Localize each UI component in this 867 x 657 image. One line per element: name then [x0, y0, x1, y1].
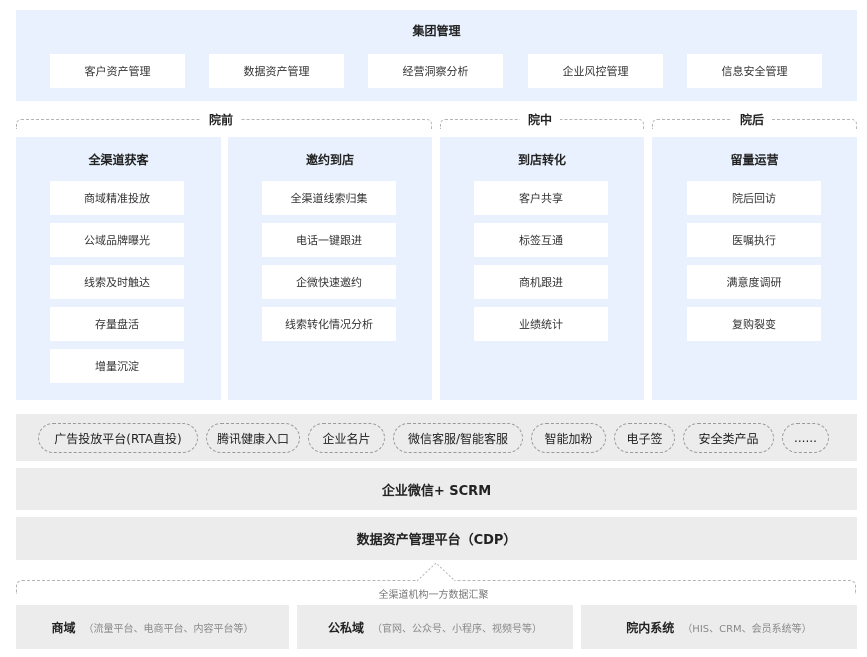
- source-name: 公私域: [327, 620, 364, 635]
- column-conversion: 到店转化 客户共享 标签互通 商机跟进 业绩统计: [440, 137, 644, 400]
- column-title: 到店转化: [517, 153, 566, 167]
- column-item: 商机跟进: [474, 265, 608, 299]
- column-title: 留量运营: [730, 153, 779, 167]
- tool-pill-security: 安全类产品: [683, 423, 774, 453]
- tool-pill-more: ......: [782, 423, 829, 453]
- tool-pill-ad-platform: 广告投放平台(RTA直投): [38, 423, 198, 453]
- source-desc: （官网、公众号、小程序、视频号等）: [372, 623, 542, 635]
- group-item-risk-control: 企业风控管理: [528, 54, 663, 88]
- group-management-title: 集团管理: [412, 24, 461, 38]
- source-desc: （HIS、CRM、会员系统等）: [682, 623, 812, 635]
- column-title: 全渠道获客: [88, 153, 149, 167]
- column-item: 标签互通: [474, 223, 608, 257]
- column-item: 企微快速邀约: [262, 265, 396, 299]
- column-item: 医嘱执行: [687, 223, 821, 257]
- source-public-private: 公私域 （官网、公众号、小程序、视频号等）: [297, 605, 573, 649]
- column-item: 存量盘活: [50, 307, 184, 341]
- source-name: 院内系统: [626, 620, 675, 635]
- tool-pill-smart-follower: 智能加粉: [531, 423, 606, 453]
- column-item: 增量沉淀: [50, 349, 184, 383]
- aggregation-label: 全渠道机构一方数据汇聚: [372, 590, 495, 601]
- column-item: 线索转化情况分析: [262, 307, 396, 341]
- source-internal-systems: 院内系统 （HIS、CRM、会员系统等）: [581, 605, 857, 649]
- column-title: 邀约到店: [305, 153, 354, 167]
- group-item-business-insight: 经营洞察分析: [368, 54, 503, 88]
- source-desc: （流量平台、电商平台、内容平台等）: [83, 623, 254, 635]
- scrm-bar: 企业微信+ SCRM: [16, 468, 857, 510]
- column-invitation: 邀约到店 全渠道线索归集 电话一键跟进 企微快速邀约 线索转化情况分析: [228, 137, 432, 400]
- group-item-info-security: 信息安全管理: [687, 54, 822, 88]
- group-item-data-assets: 数据资产管理: [209, 54, 344, 88]
- tool-pill-tencent-health: 腾讯健康入口: [206, 423, 300, 453]
- tool-pill-business-card: 企业名片: [308, 423, 385, 453]
- tools-row: 广告投放平台(RTA直投) 腾讯健康入口 企业名片 微信客服/智能客服 智能加粉…: [16, 414, 857, 461]
- stage-label-after: 院后: [732, 111, 773, 128]
- source-name: 商域: [51, 620, 76, 635]
- column-item: 满意度调研: [687, 265, 821, 299]
- column-item: 业绩统计: [474, 307, 608, 341]
- stage-label-during: 院中: [520, 111, 561, 128]
- column-item: 线索及时触达: [50, 265, 184, 299]
- column-acquisition: 全渠道获客 商域精准投放 公域品牌曝光 线索及时触达 存量盘活 增量沉淀: [16, 137, 221, 400]
- group-management-panel: 集团管理 客户资产管理 数据资产管理 经营洞察分析 企业风控管理 信息安全管理: [16, 10, 857, 101]
- group-item-customer-assets: 客户资产管理: [50, 54, 185, 88]
- column-item: 院后回访: [687, 181, 821, 215]
- aggregation-caret: [416, 562, 456, 582]
- column-retention: 留量运营 院后回访 医嘱执行 满意度调研 复购裂变: [652, 137, 857, 400]
- cdp-bar: 数据资产管理平台（CDP）: [16, 517, 857, 560]
- column-item: 复购裂变: [687, 307, 821, 341]
- tool-pill-e-sign: 电子签: [614, 423, 675, 453]
- column-item: 全渠道线索归集: [262, 181, 396, 215]
- column-item: 商域精准投放: [50, 181, 184, 215]
- source-commercial: 商域 （流量平台、电商平台、内容平台等）: [16, 605, 289, 649]
- tool-pill-customer-service: 微信客服/智能客服: [393, 423, 523, 453]
- stage-label-before: 院前: [201, 111, 242, 128]
- column-item: 客户共享: [474, 181, 608, 215]
- column-item: 电话一键跟进: [262, 223, 396, 257]
- column-item: 公域品牌曝光: [50, 223, 184, 257]
